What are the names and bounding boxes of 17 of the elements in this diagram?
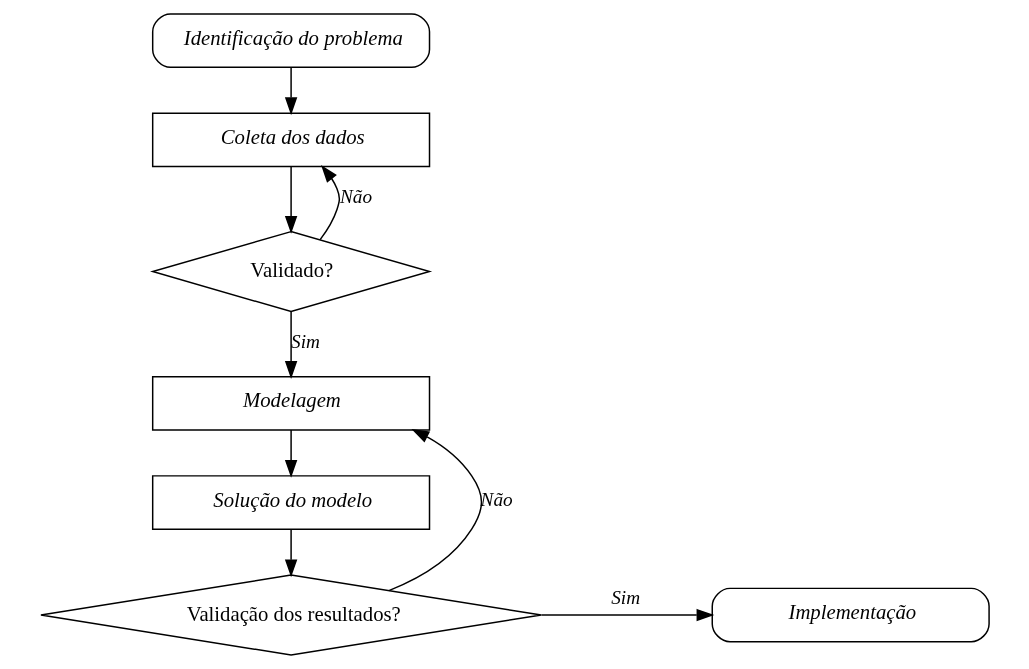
- node-box: Identificação do problema: [151, 13, 430, 69]
- arrow: [284, 429, 297, 478]
- edge-label: Não: [339, 185, 372, 207]
- node-box: Coleta dos dados: [151, 112, 430, 168]
- arrow: [387, 429, 482, 592]
- node-diamond: Validado?: [149, 230, 432, 313]
- node-box: Solução do modelo: [151, 475, 430, 530]
- arrow: [540, 608, 714, 622]
- arrow: [284, 66, 297, 116]
- arrow: [284, 166, 297, 234]
- arrow: [284, 310, 297, 379]
- node-diamond: Validação dos resultados?: [39, 574, 542, 656]
- node-box: Modelagem: [151, 375, 430, 431]
- edge-label: Sim: [610, 586, 640, 608]
- arrow: [318, 164, 340, 241]
- arrow: [284, 528, 297, 578]
- node-box: Implementação: [711, 587, 990, 643]
